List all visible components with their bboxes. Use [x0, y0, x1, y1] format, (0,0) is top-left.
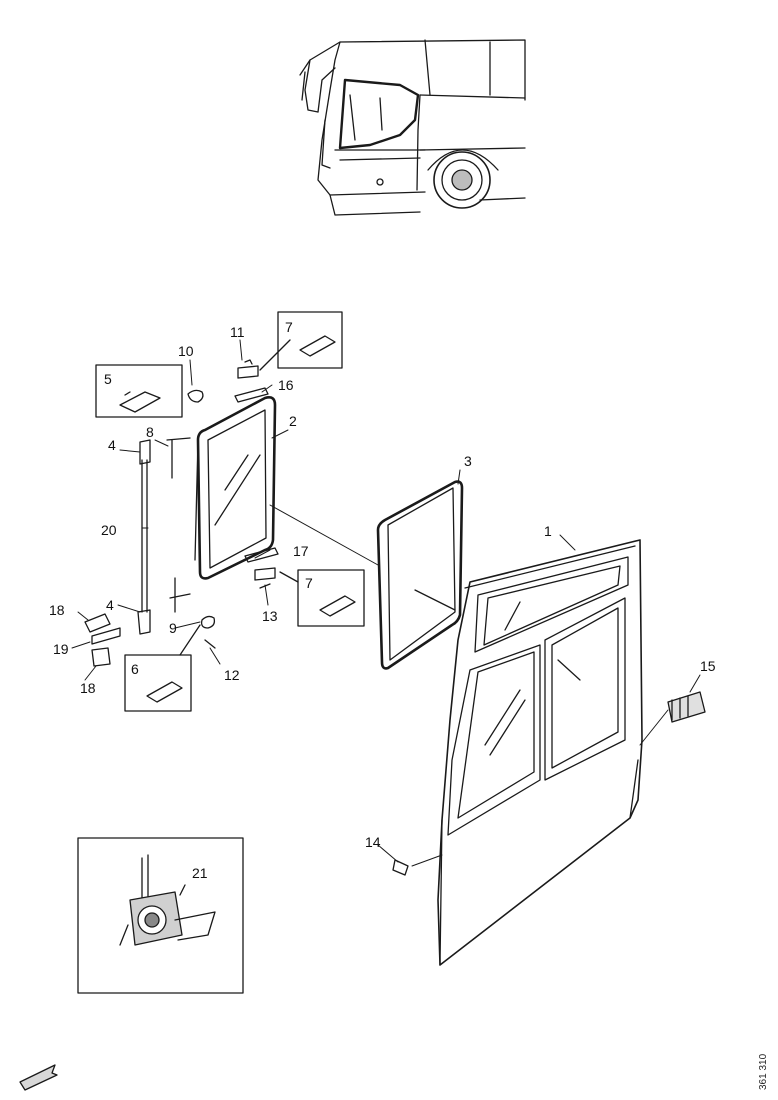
- callout-3: 3: [464, 453, 472, 469]
- leader-lines: [71, 339, 701, 867]
- callout-7-bottom: 7: [305, 575, 313, 591]
- callout-1: 1: [544, 523, 552, 539]
- callout-8: 8: [146, 424, 154, 440]
- callout-19: 19: [53, 641, 69, 657]
- callout-17: 17: [293, 543, 309, 559]
- callout-2: 2: [289, 413, 297, 429]
- callout-9: 9: [169, 620, 177, 636]
- callout-13: 13: [262, 608, 278, 624]
- detail-box-21: [77, 837, 244, 994]
- door-rail: [137, 437, 191, 635]
- callout-4-bottom: 4: [106, 597, 114, 613]
- callout-11: 11: [230, 324, 245, 340]
- callout-16: 16: [278, 377, 294, 393]
- kit-box-7-bottom: [279, 569, 365, 627]
- door-leaf: [437, 539, 643, 966]
- callout-5: 5: [104, 371, 112, 387]
- callout-4-top: 4: [108, 437, 116, 453]
- callout-20: 20: [101, 522, 117, 538]
- callout-6: 6: [131, 661, 139, 677]
- callout-15: 15: [700, 658, 716, 674]
- callout-10: 10: [178, 343, 194, 359]
- drawing-reference-code: 361 310: [758, 1053, 769, 1090]
- kit-box-7-top: [259, 311, 343, 371]
- callout-7-top: 7: [285, 319, 293, 335]
- kit-box-6: [124, 624, 201, 712]
- callout-18-top: 18: [49, 602, 65, 618]
- orientation-arrow-icon: [19, 1064, 58, 1091]
- callout-14: 14: [365, 834, 381, 850]
- callout-18-bottom: 18: [80, 680, 96, 696]
- window-seal: [376, 480, 464, 670]
- bus-overview-illustration: [299, 39, 526, 216]
- kit-box-5: [95, 364, 183, 418]
- callout-21: 21: [192, 865, 208, 881]
- callout-12: 12: [224, 667, 240, 683]
- small-hardware: [84, 359, 706, 876]
